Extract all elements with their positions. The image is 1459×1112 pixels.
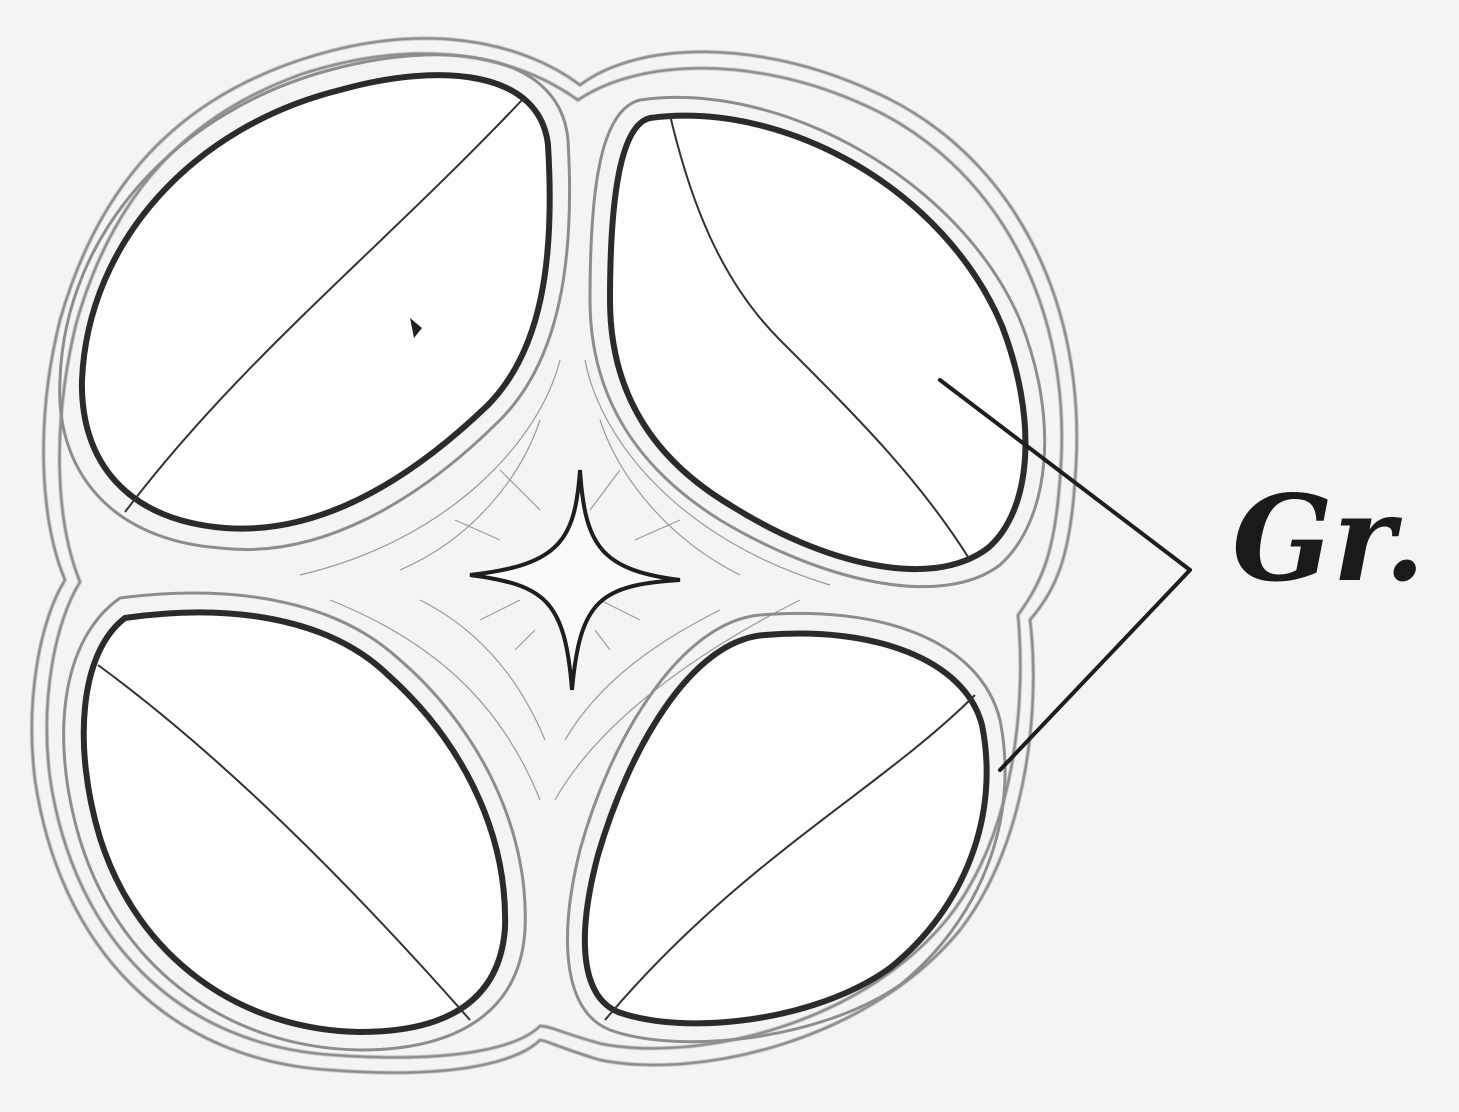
cell-bottom-right: [568, 613, 1006, 1041]
cell-bottom-left: [64, 593, 526, 1050]
cell-top-left: [60, 55, 570, 550]
figure-label: Gr.: [1232, 469, 1425, 608]
cell-top-right: [590, 97, 1045, 586]
